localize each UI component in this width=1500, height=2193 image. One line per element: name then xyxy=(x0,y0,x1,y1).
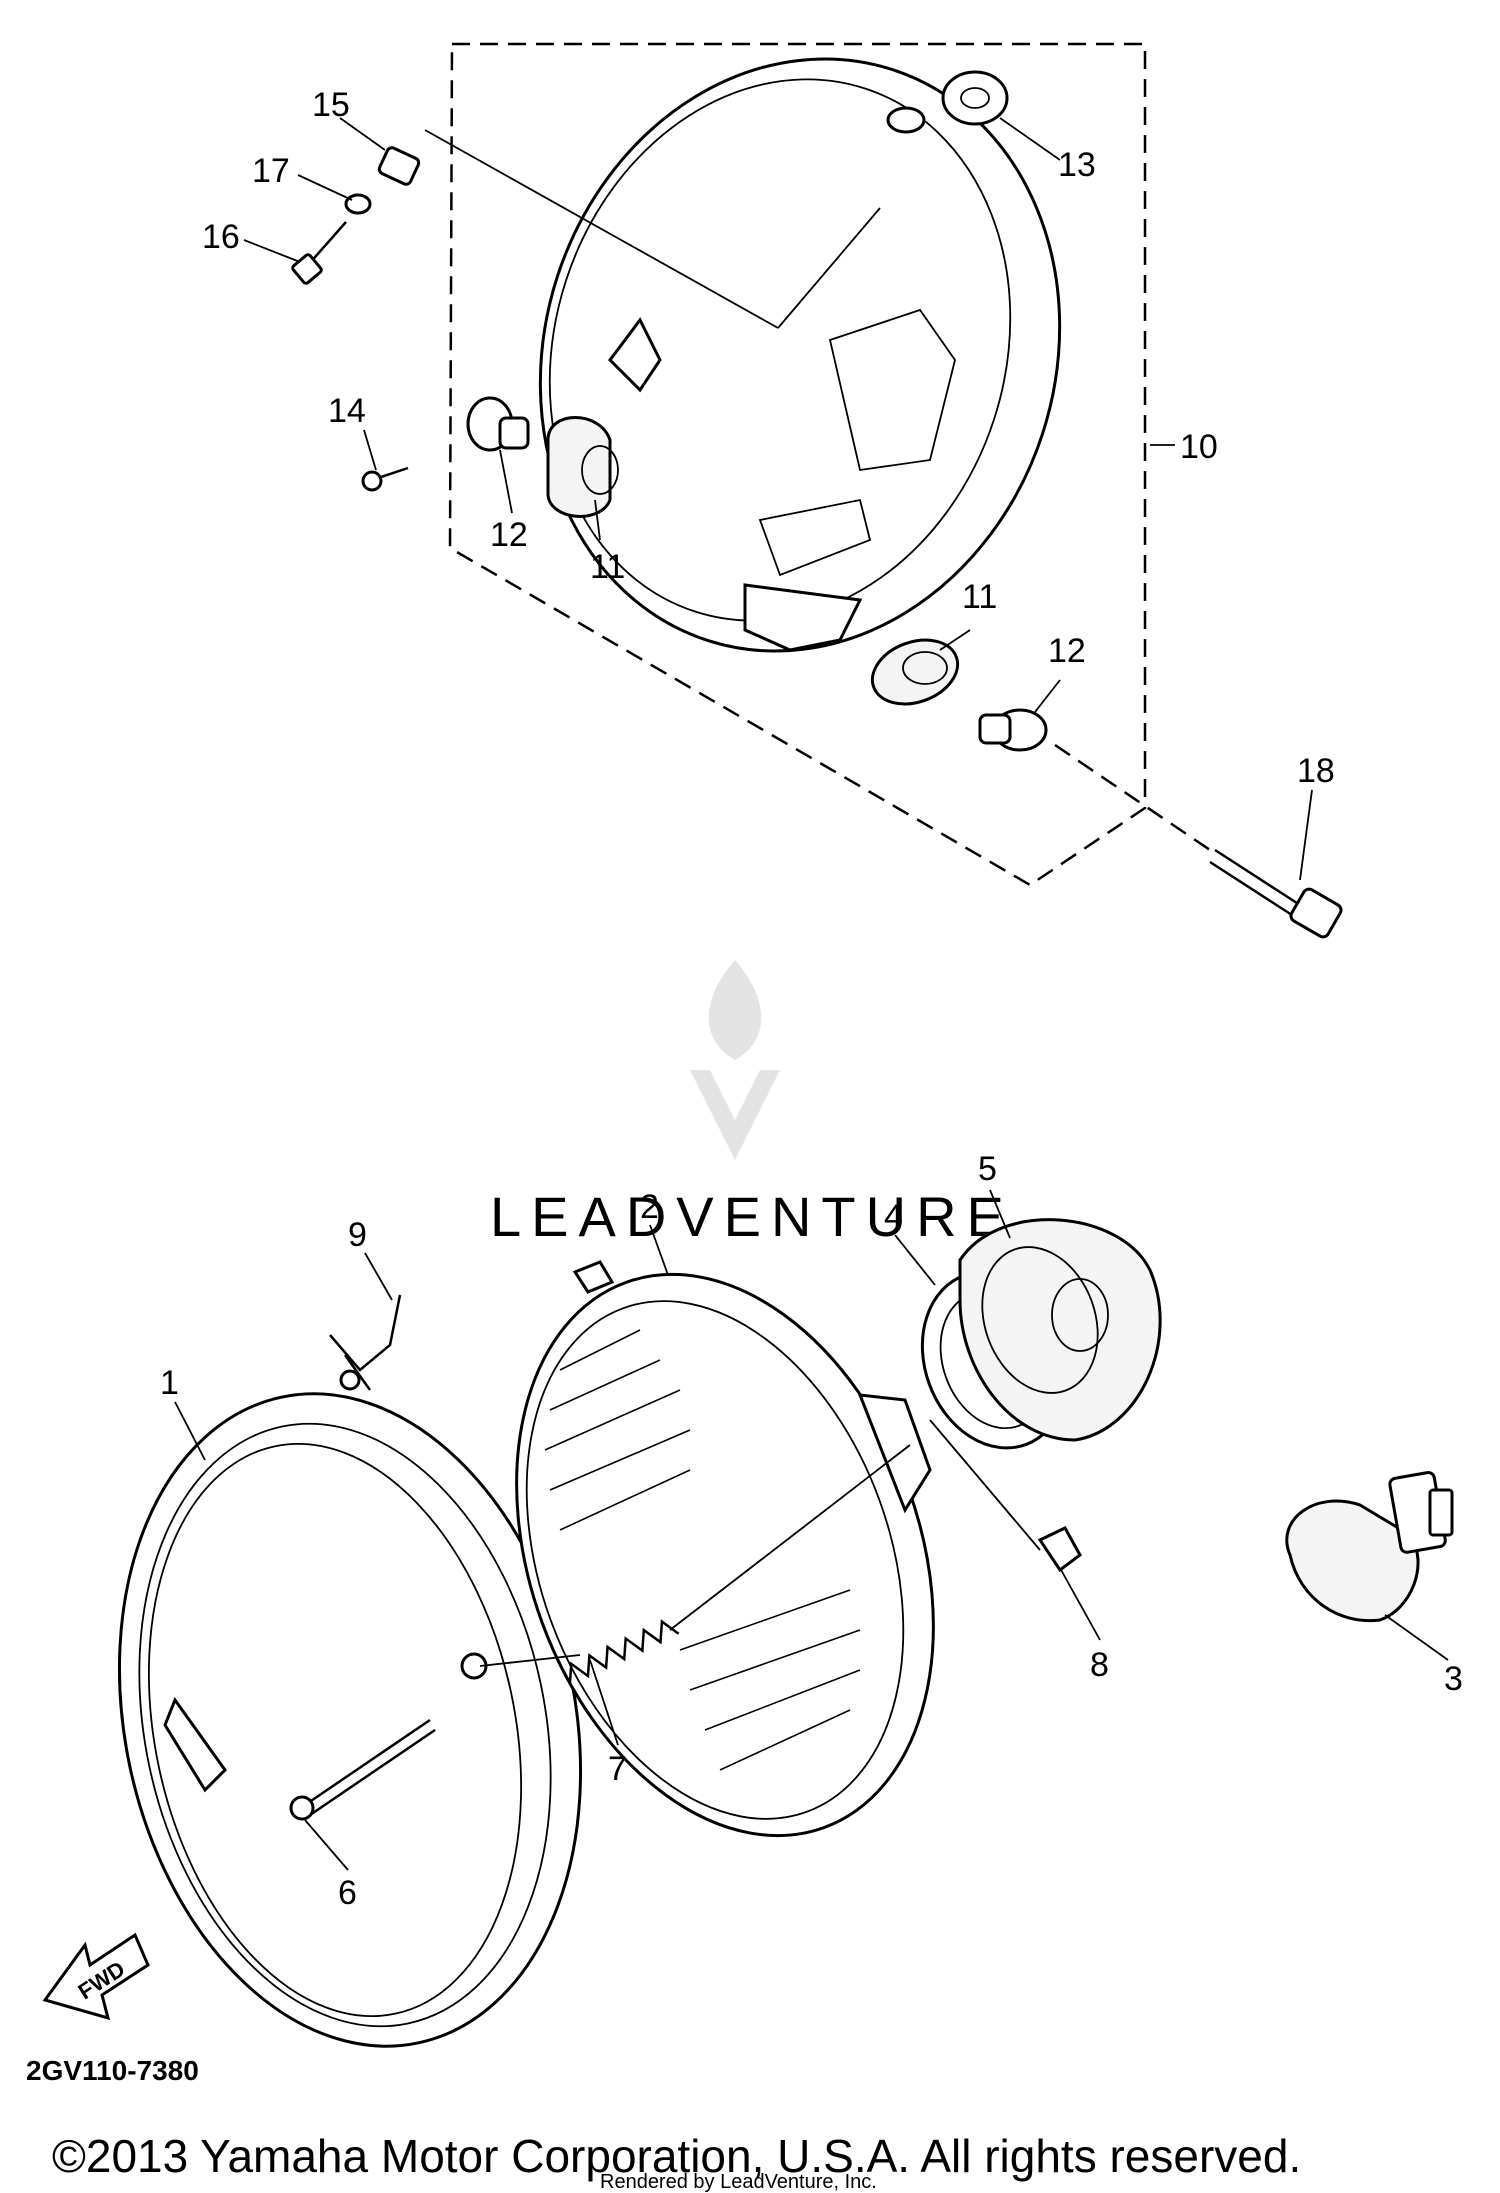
callout-7: 7 xyxy=(608,1750,627,1788)
render-credit: Rendered by LeadVenture, Inc. xyxy=(600,2171,877,2193)
callout-15: 15 xyxy=(312,86,350,124)
callout-13: 13 xyxy=(1058,146,1096,184)
damper-11-right xyxy=(870,638,960,706)
collar-12-left xyxy=(466,396,530,452)
callout-12-right: 12 xyxy=(1048,632,1086,670)
sealed-beam-unit-2 xyxy=(515,1260,935,1838)
adjusting-spring-7 xyxy=(568,1619,680,1685)
callout-4: 4 xyxy=(884,1198,903,1236)
headlight-housing xyxy=(538,57,1062,653)
callout-8: 8 xyxy=(1090,1646,1109,1684)
dust-cover-5 xyxy=(958,1218,1162,1442)
callout-1: 1 xyxy=(160,1364,179,1402)
assembly-boundary-10 xyxy=(448,42,1147,887)
collar-12-right xyxy=(978,708,1048,752)
callout-9: 9 xyxy=(348,1216,367,1254)
headlight-rim-1 xyxy=(117,1392,583,2048)
callout-11-left: 11 xyxy=(590,548,625,586)
diagram-code: 2GV110-7380 xyxy=(26,2055,199,2086)
leadventure-watermark: LEADVENTURE xyxy=(490,960,1014,1248)
adjusting-screw-6 xyxy=(289,1718,436,1821)
callout-3: 3 xyxy=(1444,1660,1463,1698)
callout-11-right: 11 xyxy=(962,578,997,616)
callout-16: 16 xyxy=(202,218,240,256)
leader-lines xyxy=(174,117,1449,1871)
spring-clip-9 xyxy=(329,1294,402,1391)
callout-6: 6 xyxy=(338,1874,357,1912)
callout-18: 18 xyxy=(1297,752,1335,790)
callout-12-left: 12 xyxy=(490,516,528,554)
callout-2: 2 xyxy=(640,1188,659,1226)
front-direction-arrow: FWD xyxy=(42,1932,150,2021)
nut-15 xyxy=(377,146,421,186)
washer-17 xyxy=(344,193,372,215)
watermark-text: LEADVENTURE xyxy=(490,1185,1014,1248)
headlight-bulb-3 xyxy=(1285,1471,1454,1623)
callout-10: 10 xyxy=(1180,428,1218,466)
grommet-13 xyxy=(941,70,1009,126)
copyright-notice: ©2013 Yamaha Motor Corporation, U.S.A. A… xyxy=(52,2130,1301,2182)
damper-11-left xyxy=(546,416,619,518)
position-bulb-8 xyxy=(1037,1526,1082,1573)
screw-16 xyxy=(291,221,347,285)
callout-14: 14 xyxy=(328,392,366,430)
bolt-18 xyxy=(1209,848,1343,939)
screw-14 xyxy=(361,466,409,492)
callout-5: 5 xyxy=(978,1150,997,1188)
callout-17: 17 xyxy=(252,152,290,190)
